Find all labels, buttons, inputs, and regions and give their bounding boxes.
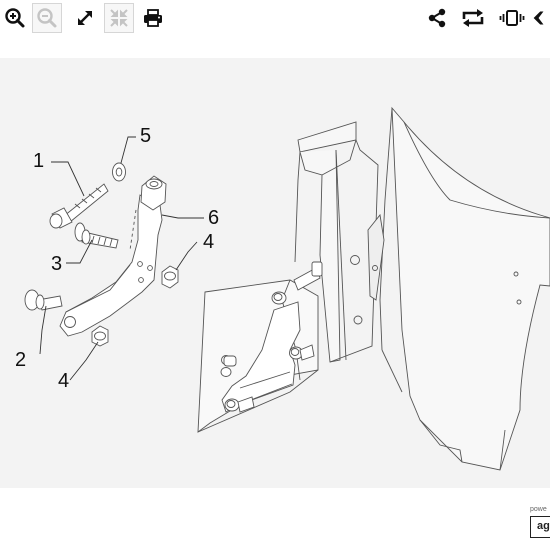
diagram-canvas[interactable]: 1 2 3 4 4 5 6 bbox=[0, 58, 550, 488]
vibrate-icon bbox=[499, 10, 525, 26]
callout-4-lower: 4 bbox=[58, 370, 70, 392]
share-button[interactable] bbox=[422, 3, 452, 33]
callout-6: 6 bbox=[208, 207, 220, 229]
powered-by-text: powe bbox=[530, 506, 547, 513]
zoom-out-icon bbox=[37, 8, 57, 28]
zoom-in-icon bbox=[5, 8, 25, 28]
expand-button[interactable] bbox=[70, 3, 100, 33]
brand-logo[interactable]: ag bbox=[530, 516, 550, 538]
zoom-out-button[interactable] bbox=[32, 3, 62, 33]
share-icon bbox=[428, 8, 446, 28]
callout-4-upper: 4 bbox=[203, 231, 215, 253]
fit-icon bbox=[110, 9, 128, 27]
rotate-icon bbox=[462, 9, 484, 27]
callout-1: 1 bbox=[33, 150, 45, 172]
back-button[interactable] bbox=[532, 3, 550, 33]
vibrate-button[interactable] bbox=[497, 3, 527, 33]
exploded-parts-diagram bbox=[24, 106, 550, 471]
toolbar bbox=[0, 0, 550, 40]
back-icon bbox=[533, 11, 544, 25]
callout-5: 5 bbox=[140, 125, 152, 147]
callout-2: 2 bbox=[15, 349, 27, 371]
rotate-button[interactable] bbox=[458, 3, 488, 33]
callout-3: 3 bbox=[51, 253, 63, 275]
fit-button[interactable] bbox=[104, 3, 134, 33]
expand-icon bbox=[78, 11, 92, 25]
zoom-in-button[interactable] bbox=[0, 3, 30, 33]
print-button[interactable] bbox=[138, 3, 168, 33]
print-icon bbox=[144, 9, 162, 27]
